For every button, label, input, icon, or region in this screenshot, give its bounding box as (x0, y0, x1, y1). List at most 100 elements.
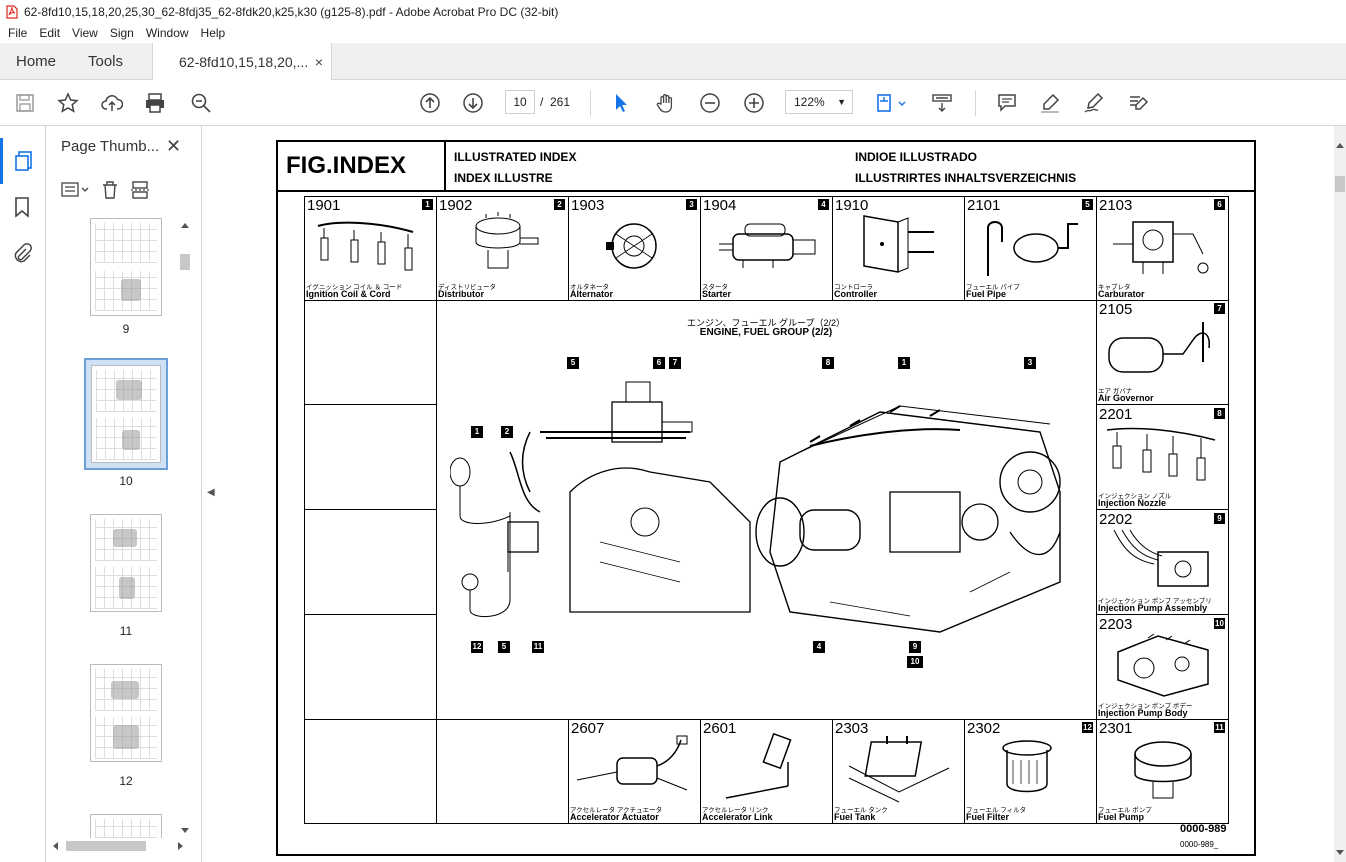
page-thumbnail[interactable] (90, 664, 162, 762)
thumbnail-options-icon[interactable] (60, 181, 90, 199)
fit-page-icon[interactable] (874, 91, 910, 115)
header-index-illustre: INDEX ILLUSTRE (454, 171, 553, 185)
zoom-out-icon[interactable] (698, 91, 722, 115)
menu-sign[interactable]: Sign (109, 26, 134, 40)
zoom-search-icon[interactable] (189, 91, 213, 115)
menu-view[interactable]: View (72, 26, 98, 40)
injection-nozzle-drawing (1106, 427, 1216, 481)
diagram-callout: 1 (471, 426, 483, 438)
ignition-coil-drawing (317, 221, 414, 271)
diagram-callout: 2 (501, 426, 513, 438)
previous-page-icon[interactable] (418, 91, 442, 115)
select-cursor-icon[interactable] (609, 91, 633, 115)
starter-drawing (719, 223, 816, 268)
page-header (276, 140, 1256, 192)
menu-help[interactable]: Help (200, 26, 226, 40)
fuel-filter-drawing (1002, 740, 1052, 793)
fuel-pipe-drawing (987, 221, 1078, 276)
header-illustrated-index: ILLUSTRATED INDEX (454, 150, 577, 164)
thumbnails-horizontal-scrollbar[interactable] (50, 838, 186, 854)
close-panel-icon[interactable]: ✕ (166, 136, 182, 156)
engine-exploded-diagram (450, 381, 1061, 633)
document-vertical-scrollbar[interactable] (1334, 126, 1346, 862)
delete-page-icon[interactable] (100, 180, 120, 200)
page-thumbnail-number: 10 (119, 474, 133, 488)
save-icon[interactable] (13, 91, 37, 115)
page-thumbnails-icon (14, 151, 32, 171)
main-toolbar: 10 / 261 122% ▼ (0, 80, 1346, 126)
upload-cloud-icon[interactable] (100, 91, 124, 115)
accelerator-actuator-drawing (576, 735, 688, 791)
bookmarks-icon[interactable] (11, 196, 35, 220)
diagram-callout: 11 (532, 641, 544, 653)
carburator-drawing (1113, 221, 1209, 274)
page-thumbnail-number: 9 (122, 322, 130, 336)
diagram-callout: 7 (669, 357, 681, 369)
bookmark-star-icon[interactable] (56, 91, 80, 115)
toolbar-divider (590, 90, 591, 116)
document-view: FIG.INDEX ILLUSTRATED INDEX INDEX ILLUST… (218, 126, 1334, 862)
index-grid (304, 196, 1229, 824)
thumbnails-panel-title: Page Thumb... (61, 138, 160, 155)
injection-pump-assembly-drawing (1113, 529, 1209, 587)
diagram-callout: 8 (822, 357, 834, 369)
tab-tools[interactable]: Tools (88, 53, 124, 70)
page-code-small: 0000-989_ (1180, 840, 1219, 849)
page-thumbnail[interactable] (90, 218, 162, 316)
tab-document[interactable]: 62-8fd10,15,18,20,... × (152, 43, 332, 81)
window-title: 62-8fd10,15,18,20,25,30_62-8fdj35_62-8fd… (24, 4, 559, 19)
comment-icon[interactable] (995, 91, 1019, 115)
window-titlebar: 62-8fd10,15,18,20,25,30_62-8fdj35_62-8fd… (0, 0, 1346, 23)
zoom-level-select[interactable]: 122% ▼ (785, 90, 853, 114)
zoom-level-value: 122% (794, 95, 825, 109)
menu-edit[interactable]: Edit (39, 26, 61, 40)
diagram-callout: 9 (909, 641, 921, 653)
collapse-panel-icon[interactable]: ◀ (207, 487, 215, 498)
menu-file[interactable]: File (8, 26, 28, 40)
page-thumbnail[interactable] (90, 514, 162, 612)
tab-home[interactable]: Home (16, 53, 57, 70)
engine-group-title-jp: エンジン、フューエル グループ（2/2） (687, 318, 845, 328)
acrobat-logo-icon (6, 4, 18, 19)
toolbar-divider (975, 90, 976, 116)
fuel-tank-drawing (848, 736, 950, 803)
page-thumbnail-selected[interactable] (84, 358, 168, 470)
hand-tool-icon[interactable] (654, 91, 678, 115)
injection-pump-body-drawing (1117, 633, 1209, 697)
zoom-dropdown-icon[interactable]: ▼ (837, 97, 846, 107)
thumbnails-vertical-scrollbar[interactable] (179, 218, 191, 838)
tab-document-label: 62-8fd10,15,18,20,... (179, 54, 309, 70)
sign-pen-icon[interactable] (1082, 91, 1106, 115)
highlight-pen-icon[interactable] (1038, 91, 1062, 115)
tab-bar: Home Tools 62-8fd10,15,18,20,... × (0, 43, 1346, 81)
page-code: 0000-989 (1180, 823, 1227, 835)
next-page-icon[interactable] (461, 91, 485, 115)
attachments-paperclip-icon[interactable] (11, 242, 35, 266)
thumbnails-list: 9 10 11 12 (46, 218, 186, 838)
tab-close-icon[interactable]: × (314, 54, 323, 70)
page-thumbnail[interactable] (90, 814, 162, 838)
menu-window[interactable]: Window (145, 26, 189, 40)
page-thumbnails-button[interactable] (0, 138, 46, 184)
page-thumbnail-number: 11 (119, 624, 133, 638)
pdf-page: FIG.INDEX ILLUSTRATED INDEX INDEX ILLUST… (218, 126, 1334, 862)
page-number-input[interactable]: 10 (505, 90, 535, 114)
accelerator-link-drawing (725, 732, 792, 799)
zoom-in-icon[interactable] (742, 91, 766, 115)
air-governor-drawing (1108, 322, 1210, 373)
scrolling-mode-icon[interactable] (930, 91, 954, 115)
thumbnails-panel: Page Thumb... ✕ 9 10 11 (46, 126, 202, 862)
header-inhaltsverzeichnis: ILLUSTRIRTES INHALTSVERZEICHNIS (855, 171, 1077, 185)
header-indioe-illustrado: INDIOE ILLUSTRADO (855, 150, 977, 164)
thumbnail-tools (60, 178, 150, 202)
diagram-callout: 5 (567, 357, 579, 369)
page-separator: / (540, 95, 544, 109)
print-icon[interactable] (143, 91, 167, 115)
page-total: 261 (550, 95, 571, 109)
diagram-callout: 12 (471, 641, 483, 653)
distributor-drawing (475, 212, 539, 269)
diagram-callout: 3 (1024, 357, 1036, 369)
extract-page-icon[interactable] (130, 180, 150, 200)
diagram-callout: 1 (898, 357, 910, 369)
edit-pdf-icon[interactable] (1126, 91, 1150, 115)
